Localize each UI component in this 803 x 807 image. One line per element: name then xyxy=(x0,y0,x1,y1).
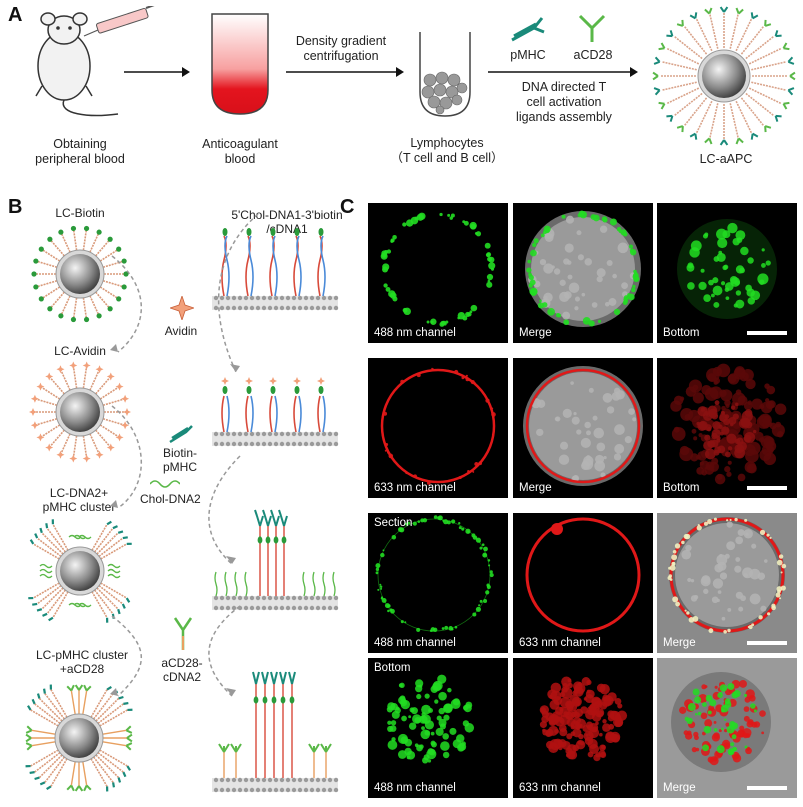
tile-label: 633 nm channel xyxy=(519,637,601,649)
reagent-pmhc-label: pMHC xyxy=(510,48,546,62)
tile-label: Bottom xyxy=(663,327,700,339)
micro-633-row2: 633 nm channel xyxy=(368,358,508,498)
acd28-antibody-icon xyxy=(578,14,606,42)
tile-label: Merge xyxy=(663,782,696,794)
tile-label: Merge xyxy=(663,637,696,649)
lc-dna2-label: LC-DNA2+pMHC cluster xyxy=(42,486,116,514)
tile-label: 633 nm channel xyxy=(374,482,456,494)
scale-bar xyxy=(747,786,787,790)
tile-label: 488 nm channel xyxy=(374,782,456,794)
biotin-pmhc-icon xyxy=(169,425,193,444)
membrane-stage-3 xyxy=(212,509,339,611)
micro-merge-bottom: Merge xyxy=(657,658,797,798)
micro-merge-row2: Merge xyxy=(513,358,653,498)
arrow-2 xyxy=(286,67,404,77)
lc-biotin-label: LC-Biotin xyxy=(55,206,105,220)
avidin-icon xyxy=(170,296,194,320)
micro-merge-section: Merge xyxy=(657,513,797,653)
scale-bar xyxy=(747,331,787,335)
micro-bottom-row2: Bottom xyxy=(657,358,797,498)
panel-a-letter: A xyxy=(8,4,23,26)
step4-label: LC-aAPC xyxy=(699,152,753,166)
micro-merge-row1: Merge xyxy=(513,203,653,343)
tile-label: 488 nm channel xyxy=(374,637,456,649)
chol-dna2-label: Chol-DNA2 xyxy=(140,492,201,506)
lc-aapc-illustration xyxy=(652,6,796,146)
tile-label: Bottom xyxy=(663,482,700,494)
tile-label: 488 nm channel xyxy=(374,327,456,339)
membrane-stage-4 xyxy=(212,671,339,793)
membrane-stage-2 xyxy=(212,377,339,447)
arrow-1 xyxy=(124,67,190,77)
lc-pmhc-label: LC-pMHC cluster+aCD28 xyxy=(35,648,128,676)
lc-avidin-particle xyxy=(29,361,131,463)
panel-c-letter: C xyxy=(340,196,355,218)
tile-label: Merge xyxy=(519,482,552,494)
micro-633-section: 633 nm channel xyxy=(513,513,653,653)
tile-top-label: Bottom xyxy=(374,662,411,674)
tile-label: 633 nm channel xyxy=(519,782,601,794)
lymphocyte-tube xyxy=(419,32,471,117)
tile-label: Merge xyxy=(519,327,552,339)
scale-bar xyxy=(747,486,787,490)
avidin-label: Avidin xyxy=(164,324,198,338)
lc-biotin-particle xyxy=(31,225,129,323)
dashed-flow-arrows xyxy=(110,213,259,697)
acd28-cdna2-icon xyxy=(173,617,193,650)
lc-pmhc-particle xyxy=(25,684,133,792)
acd28-cdna2-label: aCD28-cDNA2 xyxy=(161,656,203,684)
tile-top-label: Section xyxy=(374,517,413,529)
biotin-pmhc-label: Biotin-pMHC xyxy=(162,446,197,474)
membrane-stage-1 xyxy=(212,228,339,311)
pmhc-icon xyxy=(511,17,545,42)
micro-488-bottom: Bottom 488 nm channel xyxy=(368,658,508,798)
blood-tube xyxy=(211,13,269,115)
mouse-illustration xyxy=(35,6,155,117)
step3-label: Lymphocytes（T cell and B cell） xyxy=(390,136,504,165)
micro-488-section: Section 488 nm channel xyxy=(368,513,508,653)
reagent-acd28-label: aCD28 xyxy=(573,48,613,62)
scale-bar xyxy=(747,641,787,645)
arrow-3 xyxy=(488,67,638,77)
lc-avidin-label: LC-Avidin xyxy=(54,344,106,358)
chol-dna2-icon xyxy=(150,480,180,488)
micro-488-row1: 488 nm channel xyxy=(368,203,508,343)
lc-dna2-particle xyxy=(28,519,132,623)
micro-bottom-row1: Bottom xyxy=(657,203,797,343)
panel-b-letter: B xyxy=(8,196,23,218)
micro-633-bottom: 633 nm channel xyxy=(513,658,653,798)
